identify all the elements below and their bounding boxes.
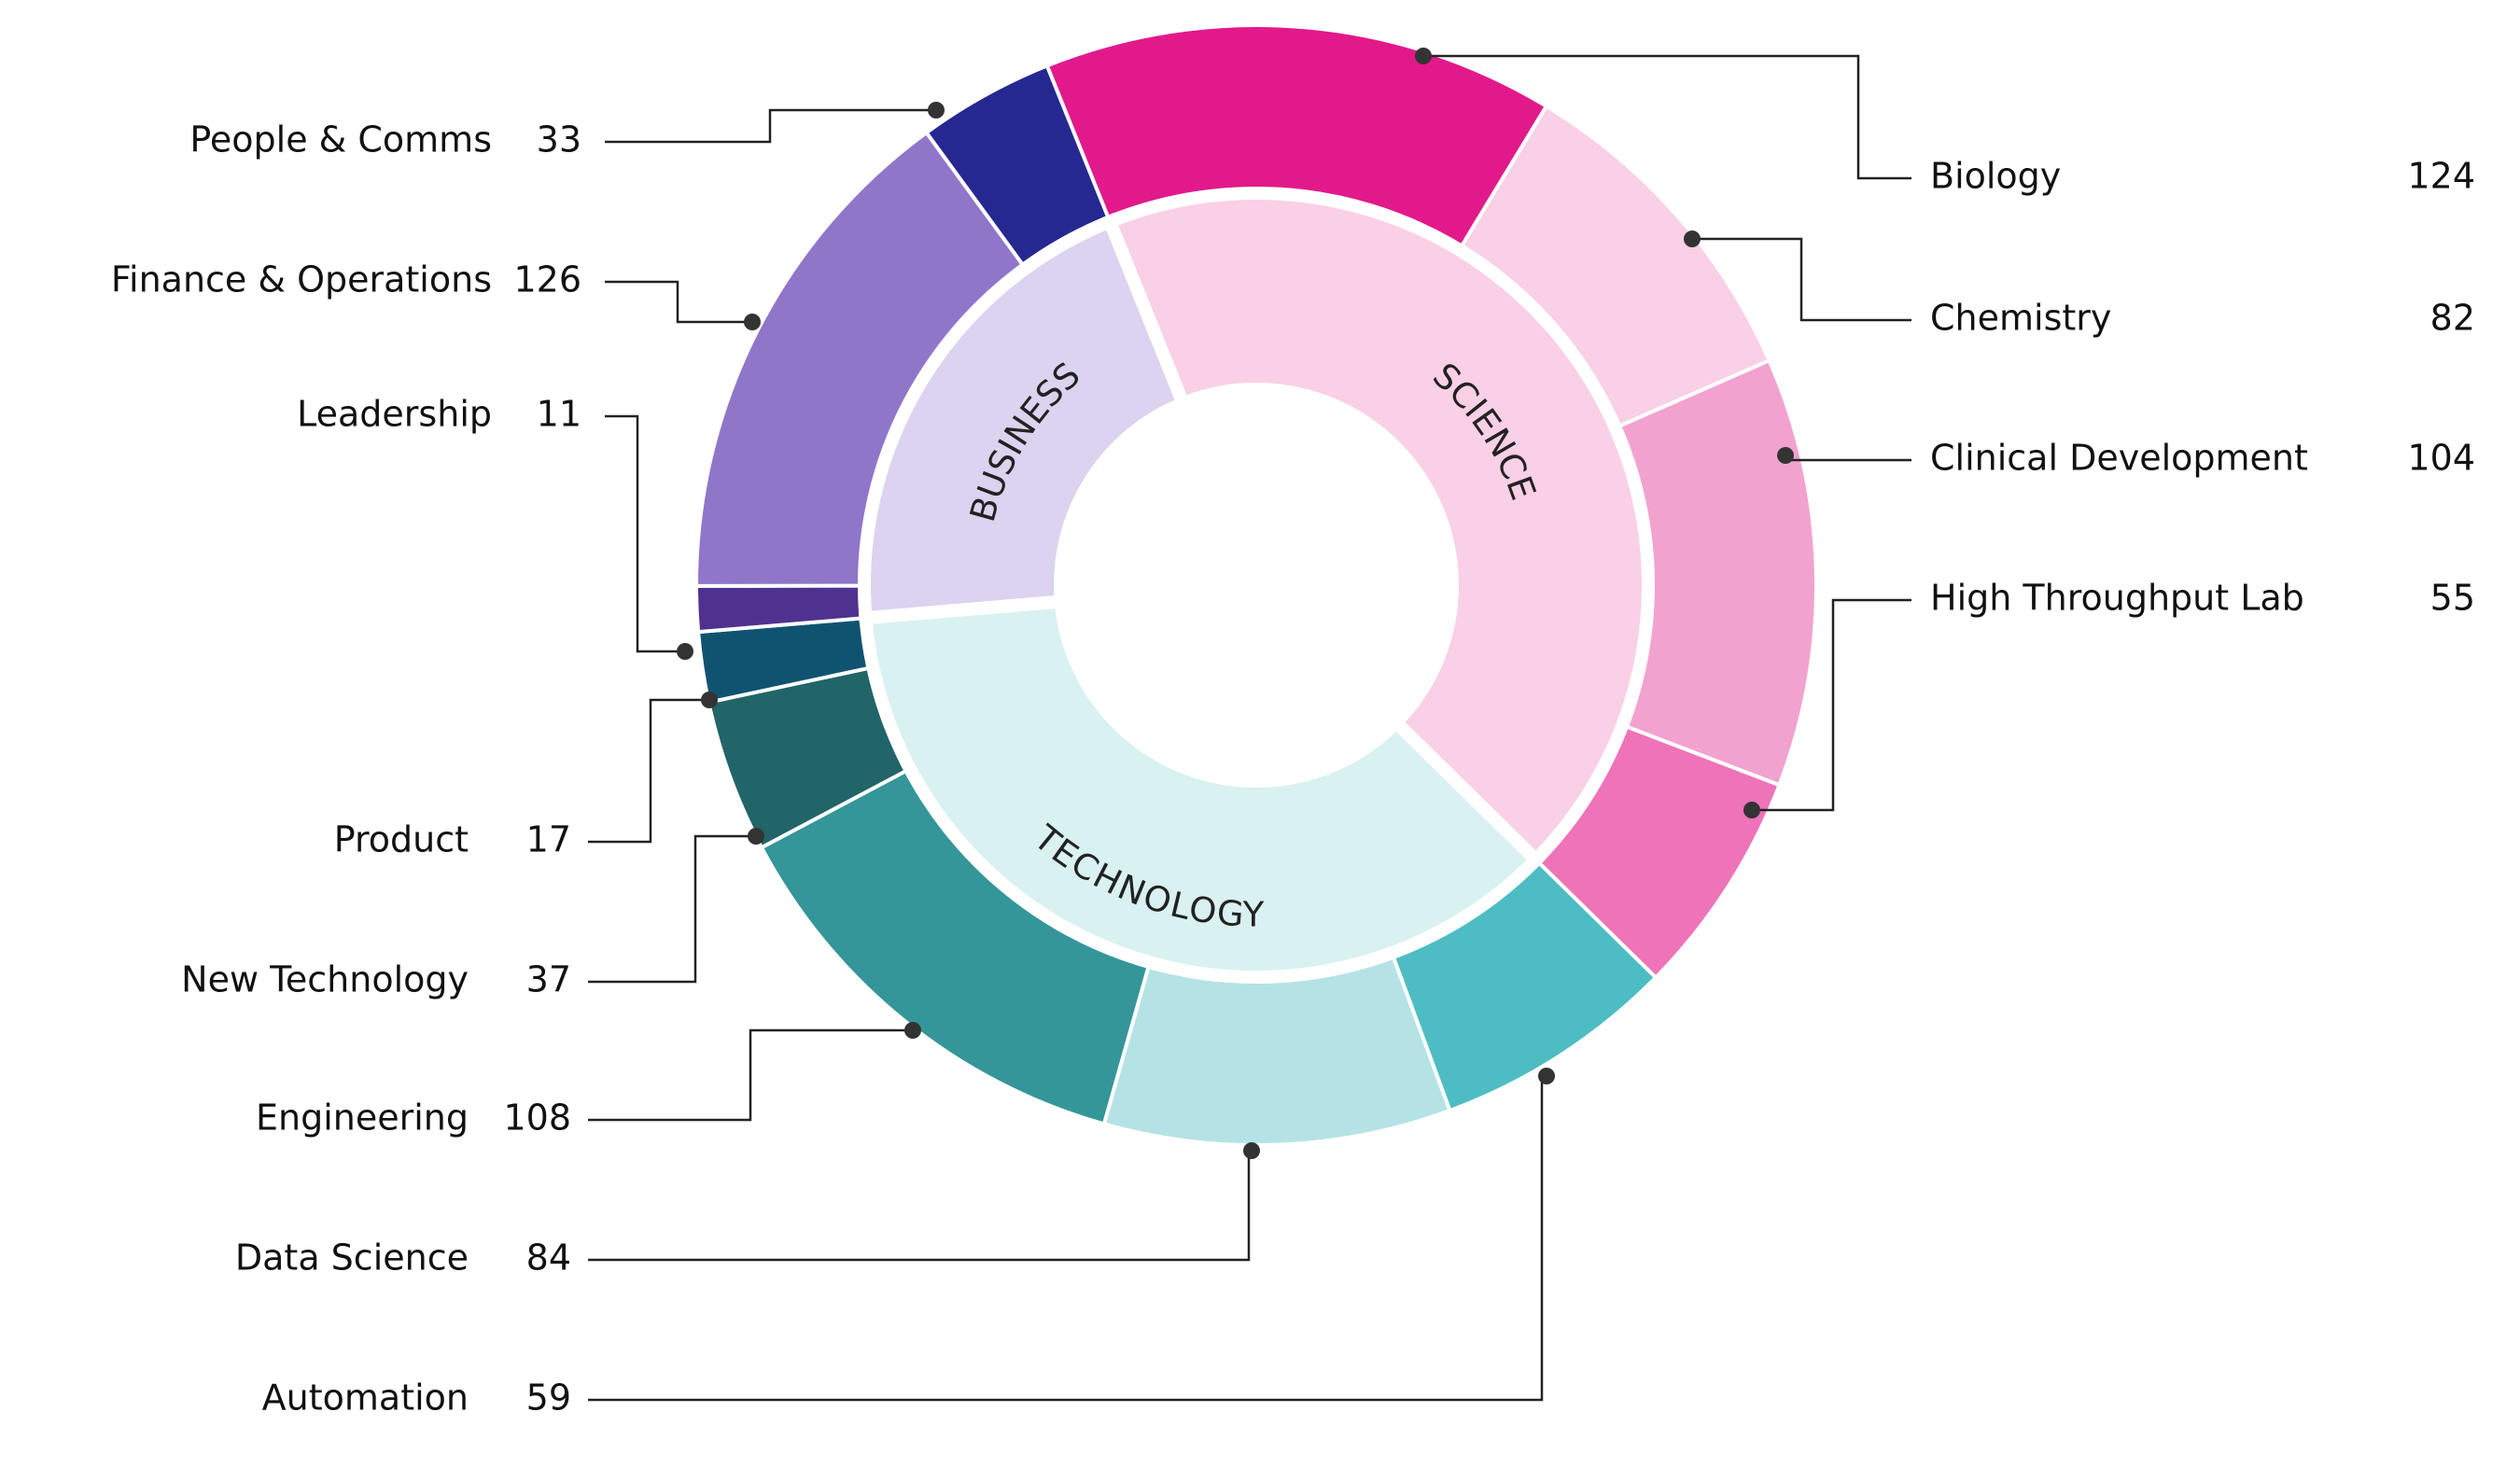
leader-line-new-technology — [588, 834, 756, 984]
leader-line-high-throughput-lab — [1752, 598, 1911, 812]
leader-line-chemistry — [1692, 237, 1911, 322]
segment-data-science[interactable] — [1101, 952, 1452, 1147]
label-name-engineering: Engineering — [256, 1098, 469, 1139]
label-name-data-science: Data Science — [235, 1237, 469, 1279]
label-name-finance-and-operations: Finance & Operations — [111, 259, 492, 301]
leader-dot-product — [701, 692, 718, 708]
leader-dot-data-science — [1243, 1142, 1260, 1159]
label-name-people-and-comms: People & Comms — [189, 119, 492, 161]
label-name-product: Product — [334, 819, 469, 860]
leader-line-finance-and-operations — [605, 280, 752, 324]
label-value-automation: 59 — [526, 1377, 571, 1419]
leader-line-biology — [1423, 54, 1911, 180]
leader-line-leadership — [605, 414, 685, 653]
leader-dot-chemistry — [1684, 231, 1701, 247]
label-value-chemistry: 82 — [2430, 298, 2475, 339]
leader-line-clinical-development — [1784, 455, 1911, 462]
label-name-high-throughput-lab: High Throughput Lab — [1930, 578, 2304, 619]
label-value-finance-and-operations: 126 — [513, 259, 581, 301]
leader-dot-high-throughput-lab — [1743, 802, 1760, 818]
label-name-chemistry: Chemistry — [1930, 298, 2111, 339]
leader-line-data-science — [588, 1149, 1252, 1262]
leader-dot-clinical-development — [1777, 447, 1794, 464]
leader-dot-leadership — [677, 643, 693, 660]
label-value-people-and-comms: 33 — [537, 119, 581, 161]
label-value-data-science: 84 — [526, 1237, 571, 1279]
leader-line-engineering — [588, 1028, 913, 1122]
group-segment-science[interactable] — [1100, 187, 1655, 870]
label-name-automation: Automation — [262, 1377, 469, 1419]
label-value-biology: 124 — [2407, 156, 2475, 197]
leader-dot-engineering — [904, 1022, 921, 1039]
leader-dot-new-technology — [748, 828, 764, 845]
label-value-high-throughput-lab: 55 — [2430, 578, 2475, 619]
label-name-biology: Biology — [1930, 156, 2061, 197]
label-value-new-technology: 37 — [526, 959, 571, 1000]
label-value-engineering: 108 — [503, 1098, 571, 1139]
leader-dot-people-and-comms — [928, 102, 945, 119]
leader-dot-finance-and-operations — [744, 314, 761, 330]
group-segment-business[interactable] — [858, 213, 1192, 625]
leader-line-people-and-comms — [605, 108, 936, 144]
label-value-product: 17 — [526, 819, 571, 860]
label-value-leadership: 11 — [537, 394, 581, 435]
leader-lines — [588, 48, 1911, 1402]
label-name-new-technology: New Technology — [181, 959, 469, 1000]
label-value-clinical-development: 104 — [2407, 438, 2475, 479]
label-name-leadership: Leadership — [297, 394, 492, 435]
leader-line-product — [588, 698, 709, 844]
label-name-clinical-development: Clinical Development — [1930, 438, 2308, 479]
group-segment-technology[interactable] — [858, 594, 1546, 984]
leader-dot-biology — [1415, 48, 1432, 64]
inner-ring — [858, 187, 1655, 984]
leader-dot-automation — [1538, 1068, 1555, 1084]
